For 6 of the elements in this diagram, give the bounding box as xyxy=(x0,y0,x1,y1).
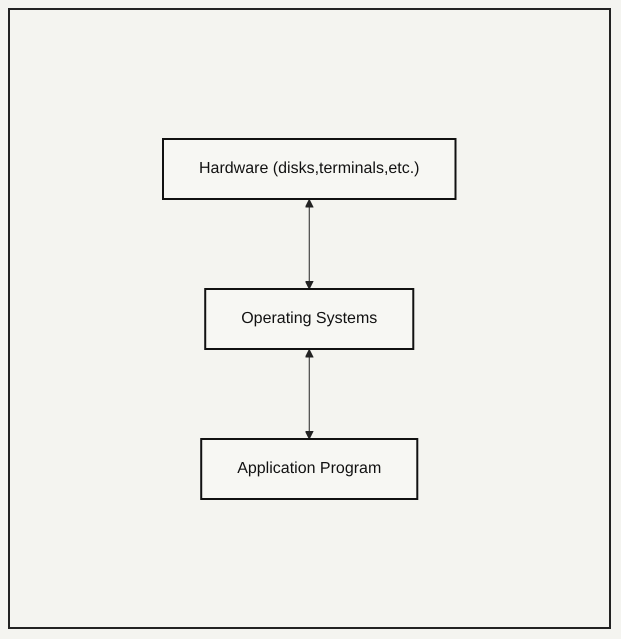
frame-border: Hardware (disks,terminals,etc.) Operating Systems Application Program xyxy=(8,8,611,629)
node-box xyxy=(200,438,419,500)
node-box xyxy=(162,138,457,200)
arrow xyxy=(305,348,314,439)
node-box xyxy=(204,288,415,350)
arrow xyxy=(305,198,314,289)
